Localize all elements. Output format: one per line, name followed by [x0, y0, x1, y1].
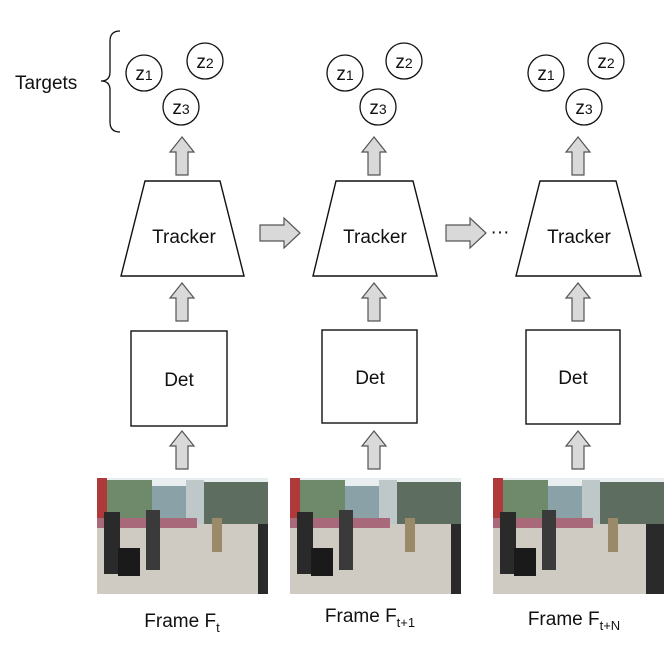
arrow-up-to-targets: [168, 136, 196, 176]
target-z2: z2: [385, 42, 423, 80]
column-frame-t: z1 z2 z3 Tracker Det: [97, 42, 268, 635]
tracker-block: Tracker: [120, 180, 245, 277]
target-z1: z1: [527, 54, 565, 92]
det-block: Det: [525, 329, 621, 425]
svg-text:z2: z2: [196, 52, 214, 73]
tracker-block: Tracker: [312, 180, 438, 277]
svg-text:z1: z1: [336, 64, 354, 85]
arrow-up-to-det: [564, 430, 592, 470]
svg-text:z3: z3: [575, 98, 593, 119]
frame-image: [97, 478, 268, 594]
arrow-up-to-tracker: [564, 282, 592, 322]
det-block: Det: [130, 330, 228, 427]
target-z3: z3: [565, 88, 603, 126]
tracker-block: Tracker: [515, 180, 642, 277]
frame-image: [290, 478, 461, 594]
svg-text:z3: z3: [369, 98, 387, 119]
arrow-up-to-det: [168, 430, 196, 470]
target-z3: z3: [162, 88, 200, 126]
det-label: Det: [558, 368, 588, 389]
svg-text:z2: z2: [395, 52, 413, 73]
svg-text:z1: z1: [135, 64, 153, 85]
target-z3: z3: [359, 88, 397, 126]
det-block: Det: [321, 329, 418, 424]
tracker-label: Tracker: [343, 227, 407, 248]
targets-brace: [100, 30, 121, 133]
ellipsis: ···: [491, 222, 510, 243]
target-z1: z1: [326, 54, 364, 92]
arrow-up-to-tracker: [168, 282, 196, 322]
arrow-up-to-det: [360, 430, 388, 470]
tracker-label: Tracker: [547, 227, 611, 248]
target-z2: z2: [587, 42, 625, 80]
targets-label: Targets: [15, 73, 77, 94]
target-z1: z1: [125, 54, 163, 92]
target-z2: z2: [186, 42, 224, 80]
frame-label: Frame Ft+N: [528, 609, 620, 633]
frame-image: [493, 478, 664, 594]
arrow-right-2: [445, 216, 487, 250]
frame-label: Frame Ft+1: [325, 606, 415, 630]
arrow-up-to-targets: [564, 136, 592, 176]
arrow-up-to-targets: [360, 136, 388, 176]
column-frame-t1: z1 z2 z3 Tracker Det: [290, 42, 461, 630]
tracker-label: Tracker: [152, 227, 216, 248]
svg-text:z2: z2: [597, 52, 615, 73]
arrow-up-to-tracker: [360, 282, 388, 322]
det-label: Det: [164, 370, 194, 391]
svg-text:z3: z3: [172, 98, 190, 119]
svg-text:z1: z1: [537, 64, 555, 85]
det-label: Det: [355, 368, 385, 389]
column-frame-tN: z1 z2 z3 Tracker Det: [493, 42, 664, 633]
frame-label: Frame Ft: [144, 611, 220, 635]
arrow-right-1: [259, 216, 301, 250]
